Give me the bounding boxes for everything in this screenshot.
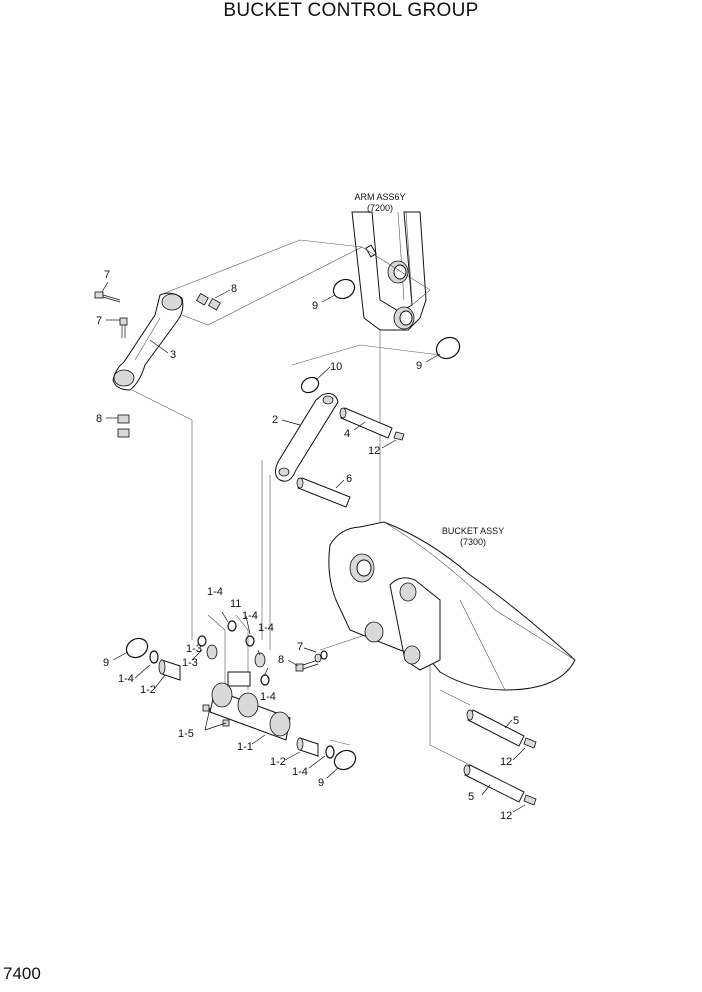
guide-lines	[131, 239, 481, 771]
o-rings	[125, 278, 461, 771]
callout-label: 1-3	[182, 657, 198, 669]
bolt-part-7	[94, 291, 128, 338]
callout-label: 1-4	[242, 610, 258, 622]
callout-label: 3	[170, 349, 176, 361]
callout-label: 1-4	[118, 673, 134, 685]
nut-part-8	[117, 292, 221, 438]
callout-label: 9	[312, 300, 318, 312]
callout-label: 8	[96, 413, 102, 425]
link-assembly-1-1	[202, 671, 291, 741]
pin-part-5-lower	[463, 764, 537, 806]
callout-label: 1-4	[258, 622, 274, 634]
callout-label: 4	[344, 428, 350, 440]
callout-label: 12	[368, 445, 380, 457]
arm-assembly-ref: (7200)	[367, 203, 393, 213]
callout-label: 1-3	[186, 643, 202, 655]
callout-labels: 7 7 8 3 8 9 9 10 2 4 12 6 7 8 1-4 11 1-4…	[96, 269, 519, 822]
bucket-assembly-name: BUCKET ASSY	[442, 526, 504, 536]
callout-label: 11	[230, 598, 241, 610]
callout-label: 8	[278, 654, 284, 666]
callout-label: 1-4	[207, 586, 223, 598]
arm-assembly-name: ARM ASS6Y	[354, 192, 405, 202]
callout-label: 7	[96, 315, 102, 327]
callout-label: 1-4	[292, 766, 308, 778]
callout-label: 10	[330, 361, 342, 373]
arm-assembly: ARM ASS6Y (7200)	[351, 192, 427, 331]
callout-label: 5	[468, 791, 474, 803]
bucket-assembly: BUCKET ASSY (7300)	[328, 521, 576, 691]
callout-label: 1-4	[260, 691, 276, 703]
pin-part-6	[296, 477, 351, 508]
callout-label: 1-2	[140, 684, 156, 696]
callout-label: 2	[272, 414, 278, 426]
callout-label: 7	[104, 269, 110, 281]
callout-label: 9	[103, 657, 109, 669]
callout-label: 1-2	[270, 756, 286, 768]
callout-label: 9	[416, 360, 422, 372]
callout-label: 12	[500, 810, 512, 822]
callout-label: 8	[231, 283, 237, 295]
callout-label: 9	[318, 777, 324, 789]
callout-label: 1-5	[178, 728, 194, 740]
callout-label: 7	[297, 641, 303, 653]
link-part-2	[274, 393, 339, 482]
callout-label: 6	[346, 473, 352, 485]
bushings-and-seals	[149, 620, 335, 759]
callout-label: 12	[500, 756, 512, 768]
pin-part-4	[339, 407, 405, 441]
bucket-bolt	[295, 650, 328, 672]
bucket-assembly-ref: (7300)	[460, 537, 486, 547]
link-part-3	[112, 292, 184, 391]
callout-label: 1-1	[237, 741, 253, 753]
page-number: 7400	[3, 964, 41, 983]
leader-lines	[101, 281, 526, 813]
callout-label: 5	[513, 715, 519, 727]
diagram-title: BUCKET CONTROL GROUP	[223, 0, 479, 21]
pin-part-5-upper	[466, 709, 537, 749]
